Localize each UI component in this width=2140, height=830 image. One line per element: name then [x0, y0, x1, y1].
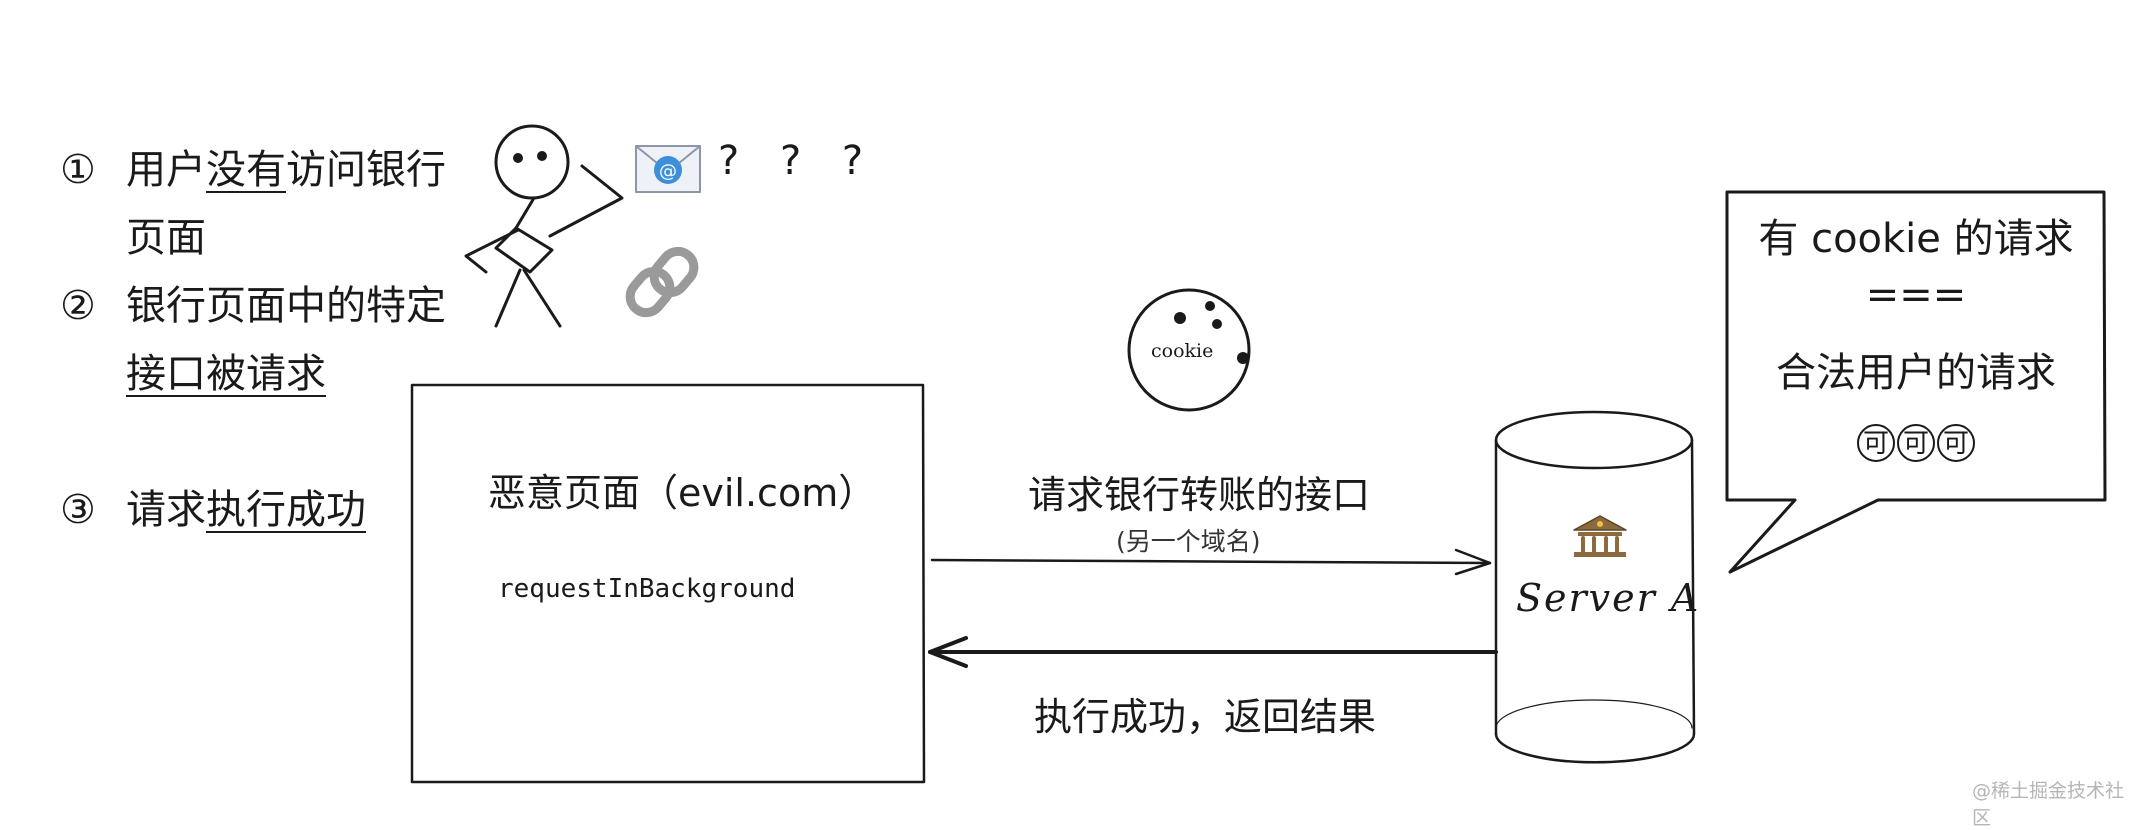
bank-icon: [1573, 515, 1627, 557]
step-number: ②: [60, 283, 96, 329]
sketch-canvas: @: [410, 124, 2107, 784]
bubble-line-1: 有 cookie 的请求: [1758, 216, 2074, 262]
step-text: 用户没有访问银行页面: [126, 147, 446, 261]
emphasis-char: 可: [1857, 424, 1895, 462]
stick-figure-icon: [464, 124, 624, 328]
step-text: 银行页面中的特定接口被请求: [126, 283, 446, 397]
bubble-line-2: ===: [1865, 272, 1967, 318]
step-number: ①: [60, 147, 96, 193]
server-cylinder: [1494, 410, 1696, 764]
svg-text:@: @: [659, 161, 677, 182]
server-label: Server A: [1516, 576, 1701, 620]
emphasis-char: 可: [1897, 424, 1935, 462]
step-number: ③: [60, 487, 96, 533]
watermark: @稀土掘金技术社区: [1972, 780, 2125, 829]
link-icon: [625, 246, 699, 318]
cookie-label: cookie: [1151, 340, 1214, 362]
response-arrow: [928, 636, 1498, 668]
evil-page-title: 恶意页面（evil.com）: [488, 471, 877, 515]
response-label: 执行成功，返回结果: [1034, 695, 1377, 739]
question-marks: ? ? ?: [718, 138, 878, 184]
bubble-emphasis: 可可可: [1727, 418, 2105, 464]
emphasis-char: 可: [1937, 424, 1975, 462]
request-arrow: [930, 548, 1492, 576]
step-text: 请求执行成功: [126, 487, 366, 533]
evil-page-code: requestInBackground: [498, 574, 796, 604]
request-sublabel: (另一个域名): [1116, 527, 1261, 556]
bubble-line-3: 合法用户的请求: [1776, 350, 2056, 396]
cookie-icon: [1127, 288, 1251, 412]
request-label: 请求银行转账的接口: [1028, 473, 1371, 517]
speech-bubble: [1725, 190, 2107, 574]
email-icon: @: [635, 145, 701, 193]
evil-page-box: [410, 383, 926, 784]
